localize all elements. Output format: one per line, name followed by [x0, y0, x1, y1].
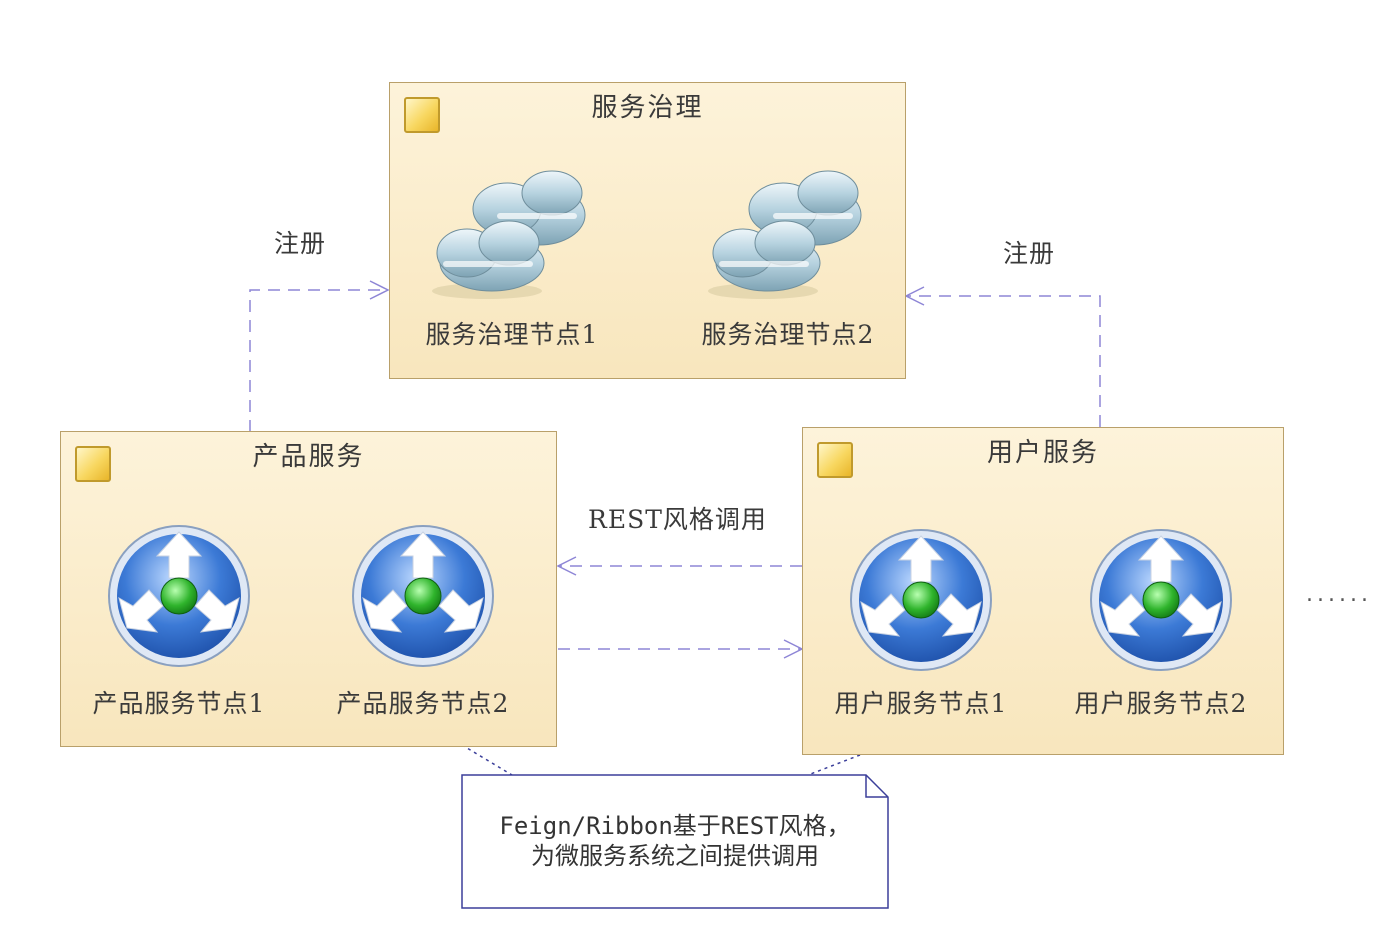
rest-call-label: REST风格调用 — [588, 505, 767, 534]
user-node-1[interactable]: 用户服务节点1 — [831, 526, 1011, 718]
user-node-1-label: 用户服务节点1 — [834, 689, 1008, 718]
governance-package-title: 服务治理 — [591, 93, 704, 123]
register-arrowhead-right — [904, 286, 925, 306]
rest-arrowhead-to-product — [556, 556, 577, 576]
register-edge-right — [906, 295, 1101, 427]
ellipsis: ...... — [1306, 582, 1372, 607]
package-icon — [817, 442, 853, 478]
register-arrowhead-left — [369, 280, 390, 300]
product-package[interactable]: 产品服务 产品服务节点1 产品服务节点2 — [60, 431, 557, 747]
user-package-title: 用户服务 — [986, 438, 1099, 468]
note-connector-left — [461, 744, 513, 776]
product-node-2[interactable]: 产品服务节点2 — [333, 522, 513, 718]
user-node-2-label: 用户服务节点2 — [1074, 689, 1248, 718]
note[interactable]: Feign/Ribbon基于REST风格， 为微服务系统之间提供调用 — [462, 775, 888, 908]
governance-package[interactable]: 服务治理 服务治理节点1 — [389, 82, 906, 379]
note-text: Feign/Ribbon基于REST风格， 为微服务系统之间提供调用 — [462, 811, 888, 871]
register-label-left: 注册 — [274, 229, 327, 258]
governance-node-1-label: 服务治理节点1 — [425, 320, 599, 349]
note-line-1: Feign/Ribbon基于REST风格， — [499, 812, 851, 840]
network-hub-icon — [1090, 529, 1232, 671]
package-icon — [404, 97, 440, 133]
network-hub-icon — [108, 525, 250, 667]
note-fold — [865, 775, 888, 798]
note-shape — [461, 774, 889, 909]
cloud-icon — [432, 170, 586, 299]
note-line-2: 为微服务系统之间提供调用 — [531, 842, 819, 870]
note-connector-right — [807, 754, 861, 776]
product-node-2-label: 产品服务节点2 — [336, 689, 510, 718]
product-node-1-label: 产品服务节点1 — [92, 689, 266, 718]
governance-node-2[interactable]: 服务治理节点2 — [698, 163, 878, 349]
register-edge-left — [249, 289, 388, 432]
package-icon — [75, 446, 111, 482]
register-label-right: 注册 — [1003, 239, 1056, 268]
network-hub-icon — [850, 529, 992, 671]
governance-node-1[interactable]: 服务治理节点1 — [422, 163, 602, 349]
user-package[interactable]: 用户服务 用户服务节点1 用户服务节点2 — [802, 427, 1284, 755]
cloud-icon — [708, 170, 862, 299]
network-hub-icon — [352, 525, 494, 667]
user-node-2[interactable]: 用户服务节点2 — [1071, 526, 1251, 718]
product-node-1[interactable]: 产品服务节点1 — [89, 522, 269, 718]
governance-node-2-label: 服务治理节点2 — [701, 320, 875, 349]
product-package-title: 产品服务 — [252, 442, 365, 472]
